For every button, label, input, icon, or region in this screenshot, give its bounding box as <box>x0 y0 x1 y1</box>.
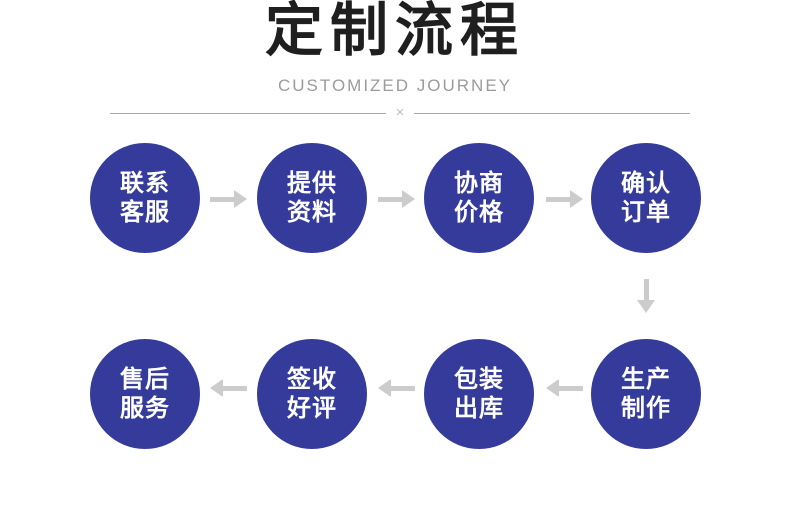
flow-step-label-line: 联系 <box>120 170 170 197</box>
flow-step-label-line: 服务 <box>120 395 170 422</box>
arrow-left-icon <box>378 379 415 397</box>
flow-step-negotiate-price: 协商 价格 <box>424 143 534 253</box>
arrow-left-icon <box>546 379 583 397</box>
divider-x-icon: × <box>395 104 405 121</box>
flow-step-label-line: 资料 <box>287 199 337 226</box>
page-subtitle: CUSTOMIZED JOURNEY <box>277 76 513 95</box>
flow-step-confirm-order: 确认 订单 <box>591 143 701 253</box>
flow-step-label-line: 确认 <box>621 170 671 197</box>
flow-step-label-line: 包装 <box>454 366 504 393</box>
page-title: 定制流程 <box>264 0 525 63</box>
flow-step-label-line: 协商 <box>454 170 504 197</box>
flow-step-provide-materials: 提供 资料 <box>257 143 367 253</box>
flow-step-label-line: 好评 <box>287 395 337 422</box>
arrow-right-icon <box>546 190 583 208</box>
arrow-right-icon <box>378 190 415 208</box>
divider-line-right <box>414 112 691 114</box>
flow-step-packing-shipment: 包装 出库 <box>424 339 534 449</box>
flow-step-label-line: 价格 <box>454 199 504 226</box>
arrow-right-icon <box>210 190 247 208</box>
flow-step-label-line: 出库 <box>454 395 504 422</box>
flow-step-after-sales-service: 售后 服务 <box>90 339 200 449</box>
flow-step-label-line: 客服 <box>120 199 170 226</box>
flow-step-production: 生产 制作 <box>591 339 701 449</box>
arrow-down-icon <box>637 279 655 313</box>
flow-step-label-line: 订单 <box>621 199 671 226</box>
section-divider: × <box>110 104 691 121</box>
flow-step-contact-support: 联系 客服 <box>90 143 200 253</box>
flow-step-sign-and-review: 签收 好评 <box>257 339 367 449</box>
flow-step-label-line: 生产 <box>621 366 671 393</box>
flow-step-label-line: 售后 <box>120 366 170 393</box>
divider-line-left <box>110 112 386 114</box>
arrow-left-icon <box>210 379 247 397</box>
flow-step-label-line: 签收 <box>287 366 337 393</box>
flow-step-label-line: 制作 <box>621 395 671 422</box>
flow-step-label-line: 提供 <box>287 170 337 197</box>
